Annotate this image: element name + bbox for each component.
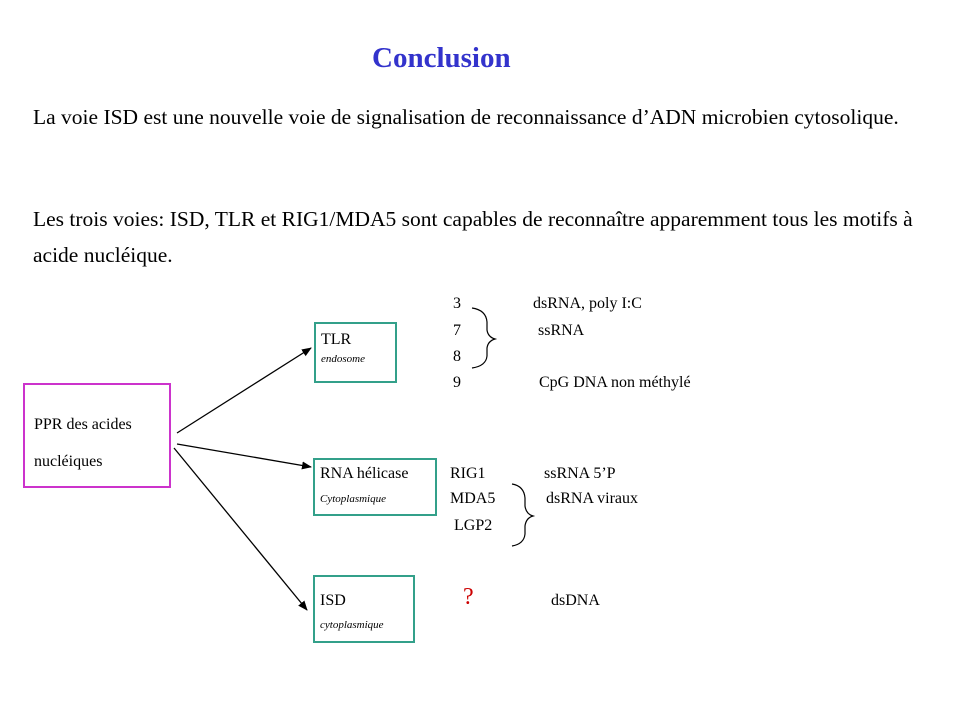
arrow-to-isd: [173, 447, 308, 611]
tlr-num-9: 9: [453, 374, 461, 391]
mda5-ligand: dsRNA viraux: [546, 490, 638, 507]
tlr-ligand-9: CpG DNA non méthylé: [539, 374, 691, 391]
slide-title: Conclusion: [372, 42, 511, 74]
isd-box: [313, 575, 415, 643]
brace-mda5-lgp2: [511, 483, 536, 547]
tlr-num-8: 8: [453, 348, 461, 365]
brace-tlr-7-8: [471, 307, 498, 369]
lgp2-label: LGP2: [454, 517, 493, 534]
tlr-sublabel: endosome: [321, 353, 365, 365]
arrow-to-tlr: [176, 347, 312, 434]
rna-helicase-box: [313, 458, 437, 516]
tlr-ligand-7: ssRNA: [538, 322, 585, 339]
tlr-num-3: 3: [453, 295, 461, 312]
tlr-box: [314, 322, 397, 383]
ppr-label-line1: PPR des acides: [34, 416, 132, 433]
ppr-box: [23, 383, 171, 488]
isd-ligand: dsDNA: [551, 592, 600, 609]
tlr-ligand-3: dsRNA, poly I:C: [533, 295, 642, 312]
rig1-ligand: ssRNA 5’P: [544, 465, 616, 482]
isd-sublabel: cytoplasmique: [320, 619, 384, 631]
paragraph-isd: La voie ISD est une nouvelle voie de sig…: [33, 105, 899, 129]
mda5-label: MDA5: [450, 490, 496, 507]
rna-helicase-label: RNA hélicase: [320, 465, 409, 482]
tlr-label: TLR: [321, 331, 352, 348]
tlr-num-7: 7: [453, 322, 461, 339]
ppr-label-line2: nucléiques: [34, 453, 103, 470]
unknown-receptor-mark: ?: [463, 584, 474, 610]
rig1-label: RIG1: [450, 465, 486, 482]
rna-helicase-sublabel: Cytoplasmique: [320, 493, 386, 505]
isd-label: ISD: [320, 592, 346, 609]
paragraph-three-pathways: Les trois voies: ISD, TLR et RIG1/MDA5 s…: [33, 207, 913, 267]
arrow-to-rna-helicase: [176, 443, 312, 470]
